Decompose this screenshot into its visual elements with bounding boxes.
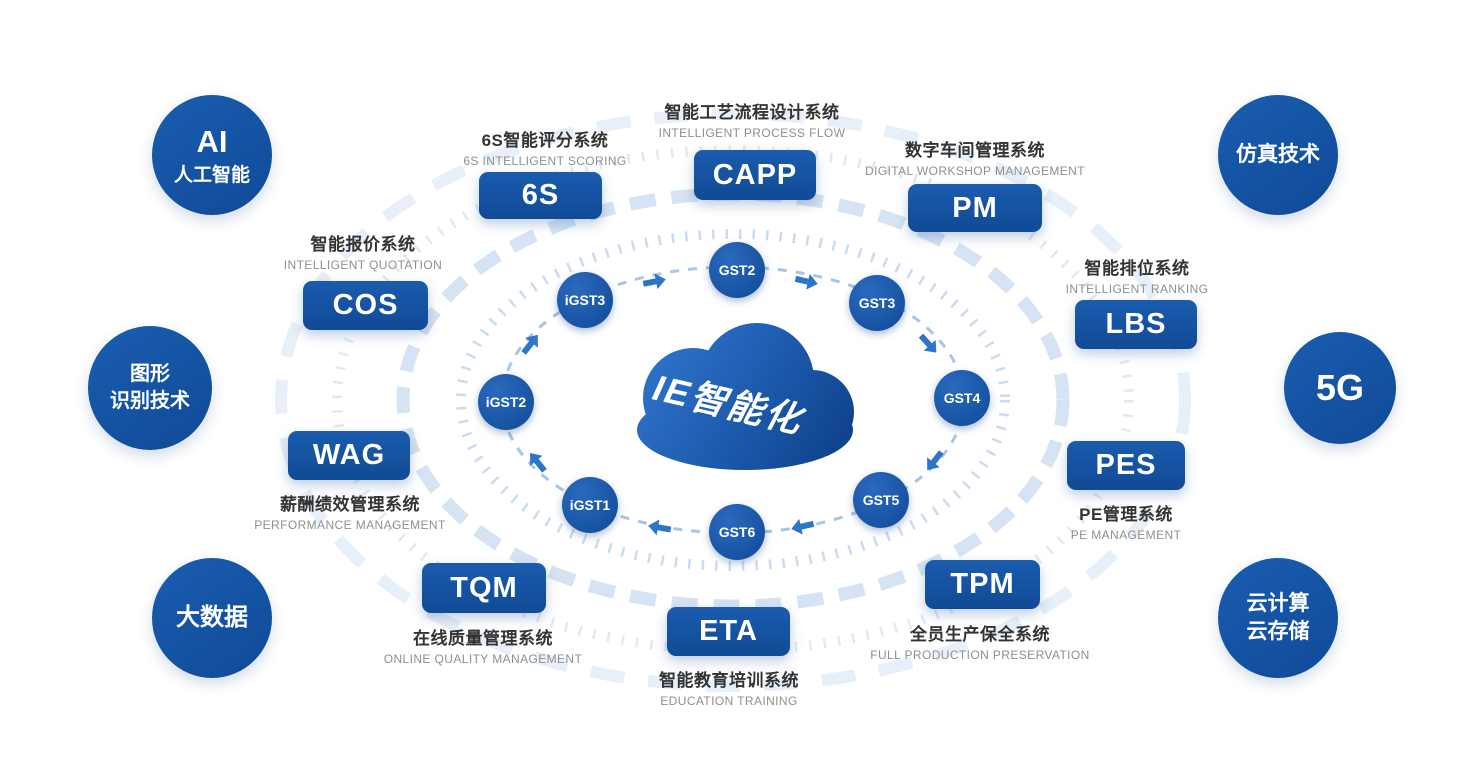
tech-circle-label: 识别技术 <box>110 390 190 412</box>
system-label-lbs: 智能排位系统 INTELLIGENT RANKING <box>1017 254 1257 296</box>
tech-circle-label: 图形 <box>130 363 170 385</box>
system-label-zh: 智能工艺流程设计系统 <box>664 103 840 122</box>
ring-node-gst2: GST2 <box>709 242 765 298</box>
tech-circle-label: AI <box>196 124 228 160</box>
system-label-zh: 智能排位系统 <box>1084 259 1190 278</box>
system-label-zh: 在线质量管理系统 <box>413 629 553 648</box>
tech-circle-label: 仿真技术 <box>1236 142 1320 166</box>
tech-circle-cloud-computing: 云计算 云存储 <box>1218 558 1338 678</box>
ring-node-igst3: iGST3 <box>557 272 613 328</box>
system-label-en: ONLINE QUALITY MANAGEMENT <box>383 652 583 666</box>
ring-node-gst6: GST6 <box>709 504 765 560</box>
system-label-pm: 数字车间管理系统 DIGITAL WORKSHOP MANAGEMENT <box>845 136 1105 178</box>
ring-node-gst3: GST3 <box>849 275 905 331</box>
system-button-cos: COS <box>303 281 428 330</box>
system-label-tqm: 在线质量管理系统 ONLINE QUALITY MANAGEMENT <box>353 624 613 666</box>
tech-circle-big-data: 大数据 <box>152 558 272 678</box>
flow-arrow-icon <box>523 447 551 476</box>
system-label-zh: 6S智能评分系统 <box>481 131 609 150</box>
tech-circle-ai: AI 人工智能 <box>152 95 272 215</box>
system-label-zh: 智能教育培训系统 <box>659 671 799 690</box>
system-button-capp: CAPP <box>694 150 816 200</box>
tech-circle-label: 5G <box>1315 366 1365 408</box>
system-label-en: INTELLIGENT PROCESS FLOW <box>658 126 846 140</box>
ring-node-igst2: iGST2 <box>478 374 534 430</box>
flow-arrow-icon <box>642 271 669 292</box>
system-label-en: PERFORMANCE MANAGEMENT <box>254 518 446 532</box>
tech-circle-label: 云存储 <box>1246 620 1310 643</box>
system-label-zh: 薪酬绩效管理系统 <box>280 495 420 514</box>
system-label-tpm: 全员生产保全系统 FULL PRODUCTION PRESERVATION <box>840 620 1120 662</box>
system-button-pm: PM <box>908 184 1042 232</box>
cloud-icon <box>637 323 854 470</box>
system-label-6s: 6S智能评分系统 6S INTELLIGENT SCORING <box>425 126 665 168</box>
tech-circle-5g: 5G <box>1284 332 1396 444</box>
system-label-en: INTELLIGENT QUOTATION <box>283 258 443 272</box>
system-label-en: PE MANAGEMENT <box>1070 528 1182 542</box>
tech-circle-graphics-recognition: 图形 识别技术 <box>88 326 212 450</box>
ring-node-gst4: GST4 <box>934 370 990 426</box>
system-label-zh: PE管理系统 <box>1079 505 1173 524</box>
system-label-zh: 智能报价系统 <box>310 235 416 254</box>
system-label-en: EDUCATION TRAINING <box>660 694 798 708</box>
system-label-eta: 智能教育培训系统 EDUCATION TRAINING <box>609 666 849 708</box>
system-label-zh: 全员生产保全系统 <box>910 625 1050 644</box>
system-label-en: DIGITAL WORKSHOP MANAGEMENT <box>865 164 1085 178</box>
flow-arrow-icon <box>788 516 815 538</box>
flow-arrow-icon <box>793 271 820 293</box>
system-label-pes: PE管理系统 PE MANAGEMENT <box>1016 500 1236 542</box>
system-button-pes: PES <box>1067 441 1185 490</box>
system-button-tqm: TQM <box>422 563 546 613</box>
tech-circle-label: 人工智能 <box>173 165 250 187</box>
system-label-capp: 智能工艺流程设计系统 INTELLIGENT PROCESS FLOW <box>632 98 872 140</box>
flow-arrow-icon <box>646 517 673 538</box>
tech-circle-simulation: 仿真技术 <box>1218 95 1338 215</box>
flow-arrow-icon <box>517 329 545 358</box>
system-label-cos: 智能报价系统 INTELLIGENT QUOTATION <box>243 230 483 272</box>
ring-node-gst5: GST5 <box>853 472 909 528</box>
flow-arrow-icon <box>915 330 944 359</box>
tech-circle-label: 云计算 <box>1246 591 1310 615</box>
system-label-zh: 数字车间管理系统 <box>905 141 1045 160</box>
ring-node-igst1: iGST1 <box>562 477 618 533</box>
system-button-tpm: TPM <box>925 560 1040 609</box>
system-button-wag: WAG <box>288 431 410 480</box>
system-label-en: FULL PRODUCTION PRESERVATION <box>870 648 1090 662</box>
tech-circle-label: 大数据 <box>176 603 248 631</box>
flow-arrow-icon <box>920 447 948 476</box>
system-button-lbs: LBS <box>1075 300 1197 349</box>
system-label-en: INTELLIGENT RANKING <box>1065 282 1209 296</box>
system-label-wag: 薪酬绩效管理系统 PERFORMANCE MANAGEMENT <box>220 490 480 532</box>
system-button-eta: ETA <box>667 607 790 656</box>
system-label-en: 6S INTELLIGENT SCORING <box>463 154 627 168</box>
system-button-6s: 6S <box>479 172 602 219</box>
